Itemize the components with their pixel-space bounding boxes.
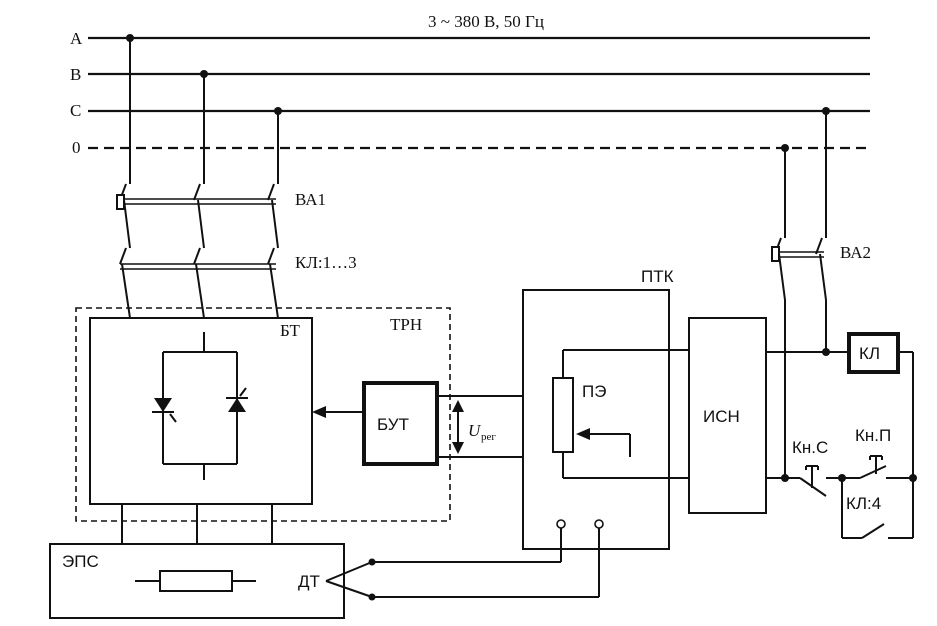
regulator-label: ТРН [390,315,422,334]
phase-b-label: B [70,65,81,84]
isn-label: ИСН [703,407,740,426]
heater-block: ЭПС ДТ [49,543,599,619]
control-circuit: ВА2 КЛ Кн.С [766,107,917,539]
load-wires [121,504,273,544]
ptk-block: ПТК ПЭ [522,267,689,597]
control-unit-label: БУТ [377,415,409,434]
thyristor-1-icon [152,398,177,423]
thyristor-2-icon [226,387,248,412]
stop-button-label: Кн.С [792,438,828,457]
phase-a-label: A [70,29,83,48]
contact-kl4 [841,478,914,539]
isn-block: ИСН [688,317,767,514]
heater-label: ЭПС [62,552,99,571]
contactor-kl1-3: КЛ:1…3 [119,247,357,319]
phase-c-label: C [70,101,81,120]
bus-b: B [70,65,870,84]
voltage-symbol: U [468,421,482,440]
voltage-subscript: рег [481,431,496,443]
sensor-label: ДТ [298,572,320,591]
stop-button [799,465,842,497]
bus-a: A [70,29,870,48]
control-unit: БУТ U рег [312,381,630,466]
thyristor-block: БТ [89,317,313,505]
ptk-label: ПТК [641,267,674,286]
contactor-kl1-3-label: КЛ:1…3 [295,253,357,272]
breaker-va2-label: ВА2 [840,243,871,262]
breaker-va1: ВА1 [116,183,326,249]
start-button [842,455,913,479]
regulator-boundary [75,307,451,522]
resistor-icon [159,570,233,592]
breaker-va1-label: ВА1 [295,190,326,209]
coil-label: КЛ [859,344,880,363]
potentiometer-pe [552,377,574,453]
supply-title: 3 ~ 380 В, 50 Гц [428,12,544,31]
pe-label: ПЭ [582,382,606,401]
thyristor-block-label: БТ [280,321,301,340]
contact-kl4-label: КЛ:4 [846,494,881,513]
bus-c: C [70,101,870,120]
start-button-label: Кн.П [855,426,891,445]
phase-drops [126,34,282,184]
phase-0-label: 0 [72,138,81,157]
bus-neutral: 0 [72,138,870,157]
